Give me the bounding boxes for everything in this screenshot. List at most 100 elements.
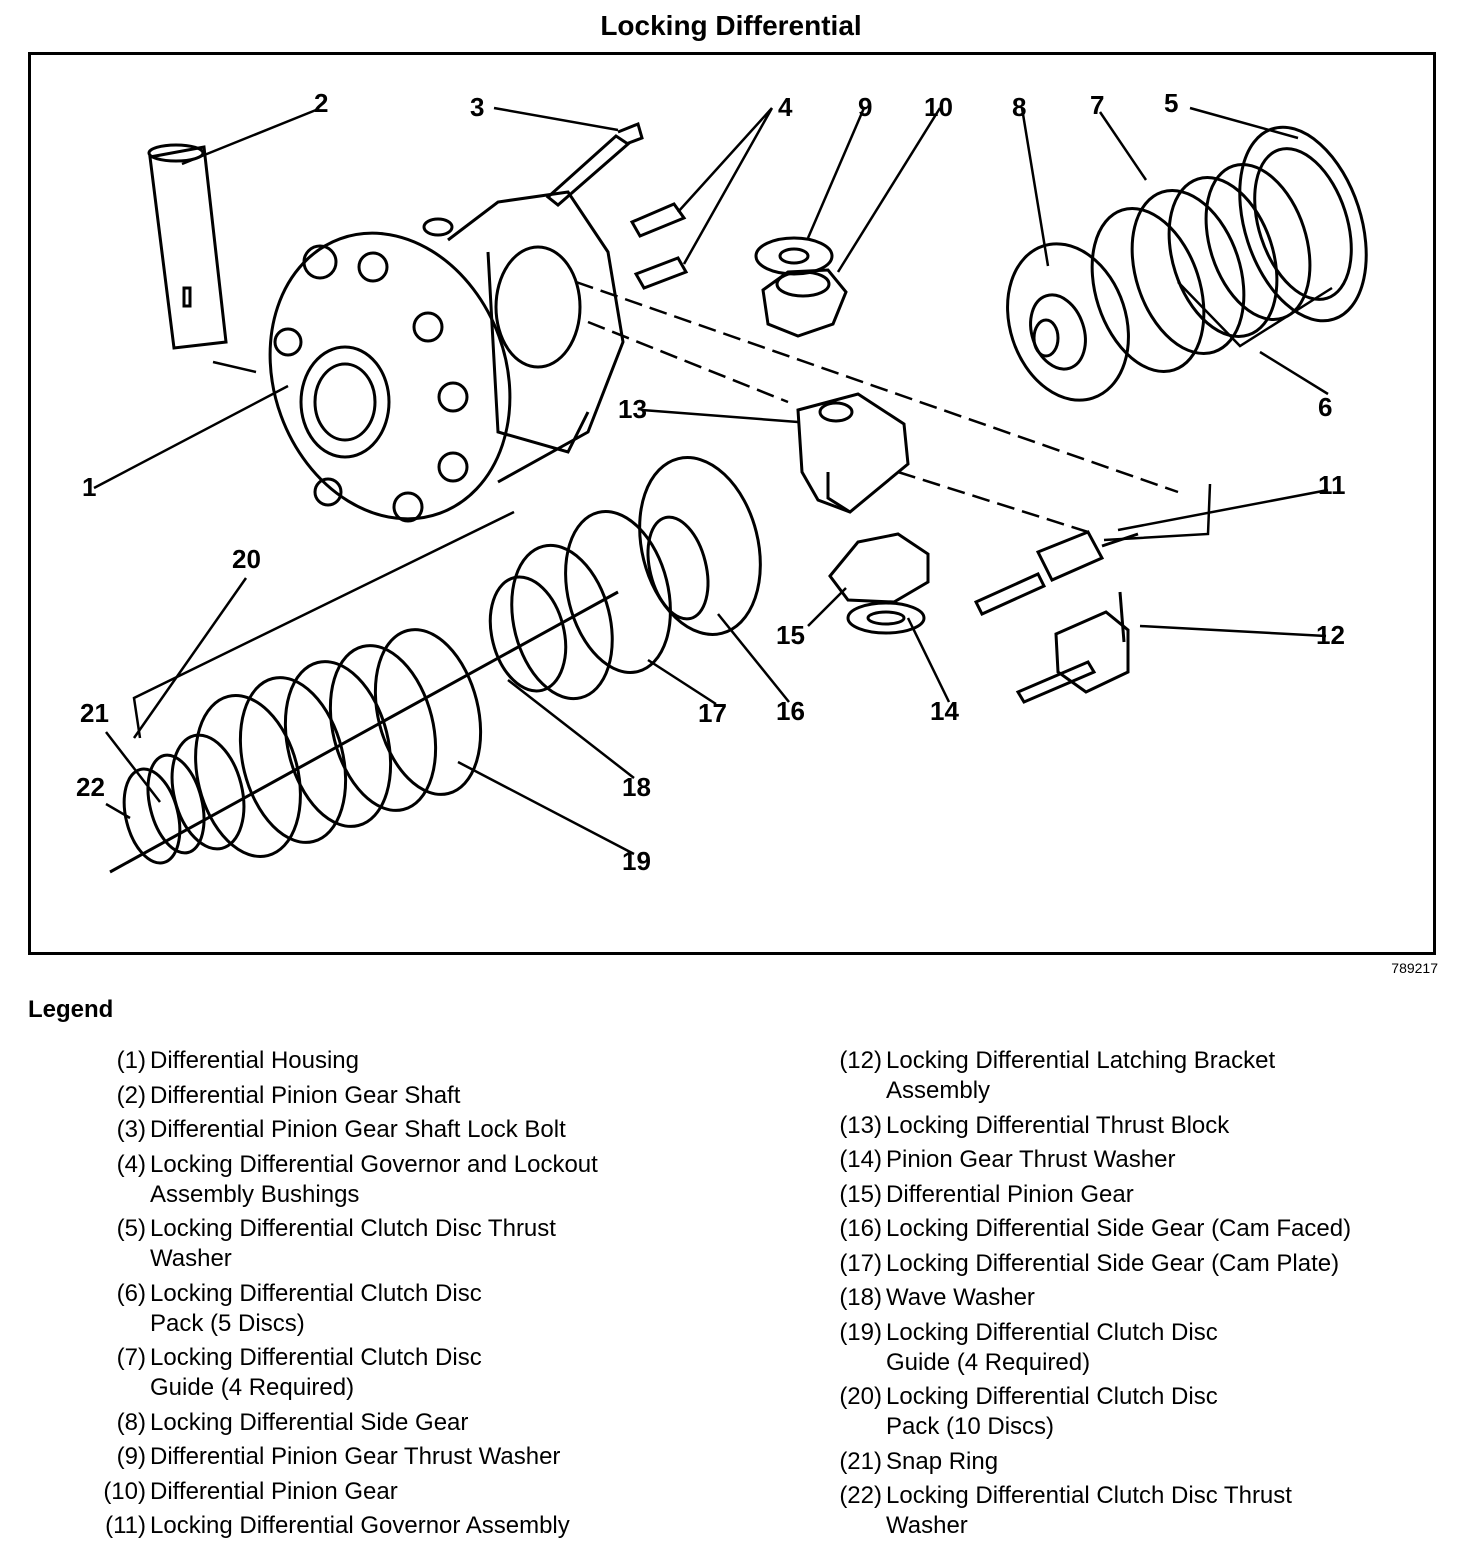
legend-number: (20) [839,1383,882,1410]
legend-number: (2) [116,1081,146,1109]
legend-number: (13) [839,1111,882,1139]
exploded-view-diagram: 1 2 3 4 5 6 7 8 9 10 11 12 13 14 15 16 1… [28,52,1436,955]
legend-text: Snap Ring [886,1447,999,1475]
legend-number: (18) [839,1284,882,1311]
legend-text: Differential Pinion Gear [150,1477,398,1505]
callout-1: 1 [82,472,96,502]
legend-text: Locking Differential Clutch Disc Guide (… [150,1344,482,1401]
legend-text: Locking Differential Latching Bracket As… [886,1047,1276,1104]
callout-16: 16 [776,696,805,726]
callout-21: 21 [80,698,109,728]
legend-item: (21)Snap Ring [812,1447,1452,1477]
legend-text: Locking Differential Governor and Lockou… [150,1150,598,1208]
callout-22: 22 [76,772,105,802]
legend-item: (13)Locking Differential Thrust Block [812,1111,1452,1141]
legend-number: (16) [839,1215,882,1242]
legend-text: Locking Differential Clutch Disc Pack (5… [150,1279,482,1337]
legend-text: Differential Pinion Gear Shaft [150,1081,461,1109]
callout-18: 18 [622,772,651,802]
legend-item: (18)Wave Washer [812,1283,1452,1313]
callout-2: 2 [314,88,328,118]
legend-text: Differential Pinion Gear Thrust Washer [150,1443,561,1470]
legend-column-right: (12)Locking Differential Latching Bracke… [812,1046,1452,1546]
bushings-illustration [629,202,689,290]
assembly-axis [575,280,1179,534]
legend-text: Pinion Gear Thrust Washer [886,1146,1176,1173]
cam-side-gear-illustration [564,456,762,674]
legend-column-left: (1)Differential Housing (2)Differential … [76,1046,726,1546]
pinion-gear-shaft-illustration [147,143,228,350]
legend-item: (17)Locking Differential Side Gear (Cam … [812,1249,1452,1279]
legend-title: Legend [28,996,114,1023]
legend-item: (14)Pinion Gear Thrust Washer [812,1145,1452,1175]
legend-text: Locking Differential Clutch Disc Guide (… [886,1318,1218,1376]
legend-item: (10)Differential Pinion Gear [76,1477,726,1507]
legend-number: (1) [116,1047,146,1074]
legend-text: Differential Pinion Gear Shaft Lock Bolt [150,1116,566,1143]
legend-item: (3)Differential Pinion Gear Shaft Lock B… [76,1115,726,1145]
legend-number: (3) [116,1116,146,1143]
side-gear-illustration [1006,242,1130,402]
legend-item: (20)Locking Differential Clutch Disc Pac… [812,1382,1452,1442]
legend-number: (6) [116,1279,146,1307]
leader-lines [93,106,1333,856]
callout-7: 7 [1090,90,1104,120]
legend-item: (1)Differential Housing [76,1046,726,1076]
callout-17: 17 [698,698,727,728]
legend-number: (12) [839,1047,882,1074]
legend-number: (7) [116,1344,146,1371]
legend-number: (15) [839,1180,882,1208]
callout-12: 12 [1316,620,1345,650]
legend-item: (11)Locking Differential Governor Assemb… [76,1511,726,1541]
callout-9: 9 [858,92,872,122]
legend-item: (5)Locking Differential Clutch Disc Thru… [76,1214,726,1274]
callout-4: 4 [778,92,793,122]
legend-item: (4)Locking Differential Governor and Loc… [76,1150,726,1210]
figure-code: 789217 [1391,960,1438,976]
legend-text: Locking Differential Side Gear (Cam Plat… [886,1249,1340,1277]
legend-item: (19)Locking Differential Clutch Disc Gui… [812,1318,1452,1378]
thrust-block-illustration [796,392,910,514]
callout-14: 14 [930,696,959,726]
legend-number: (11) [105,1512,146,1539]
clutch-pack-left-illustration [109,543,619,874]
legend-number: (4) [116,1150,146,1178]
legend-text: Differential Pinion Gear [886,1180,1134,1208]
legend-number: (22) [839,1482,882,1509]
callout-15: 15 [776,620,805,650]
differential-housing-illustration [268,190,625,523]
pinion-gear-bottom-illustration [828,532,930,635]
legend-text: Locking Differential Side Gear [150,1408,469,1436]
callout-11: 11 [1318,470,1346,500]
legend-number: (19) [839,1318,882,1346]
legend-item: (7)Locking Differential Clutch Disc Guid… [76,1343,726,1403]
pinion-gear-top-illustration [754,236,848,338]
legend-item: (16)Locking Differential Side Gear (Cam … [812,1214,1452,1244]
legend-item: (9)Differential Pinion Gear Thrust Washe… [76,1442,726,1472]
legend-text: Differential Housing [150,1047,360,1074]
legend-text: Locking Differential Governor Assembly [150,1512,570,1539]
legend-item: (2)Differential Pinion Gear Shaft [76,1081,726,1111]
legend-number: (14) [839,1146,882,1173]
callout-5: 5 [1164,88,1178,118]
legend-number: (5) [116,1215,146,1242]
legend-number: (9) [116,1443,146,1470]
legend-number: (17) [839,1249,882,1277]
callout-6: 6 [1318,392,1332,422]
legend-text: Locking Differential Side Gear (Cam Face… [886,1215,1352,1242]
callout-10: 10 [924,92,953,122]
callout-13: 13 [618,394,647,424]
legend-item: (6)Locking Differential Clutch Disc Pack… [76,1279,726,1339]
legend-text: Locking Differential Clutch Disc Pack (1… [886,1383,1218,1440]
callout-19: 19 [622,846,651,876]
latching-bracket-illustration [1015,591,1130,704]
legend-number: (21) [839,1447,882,1475]
legend-item: (8)Locking Differential Side Gear [76,1408,726,1438]
legend-text: Wave Washer [886,1284,1035,1311]
legend-item: (12)Locking Differential Latching Bracke… [812,1046,1452,1106]
legend-number: (8) [116,1408,146,1436]
diagram-title: Locking Differential [600,10,862,41]
callout-3: 3 [470,92,484,122]
legend-text: Locking Differential Clutch Disc Thrust … [886,1482,1292,1539]
lock-bolt-illustration [545,121,644,207]
